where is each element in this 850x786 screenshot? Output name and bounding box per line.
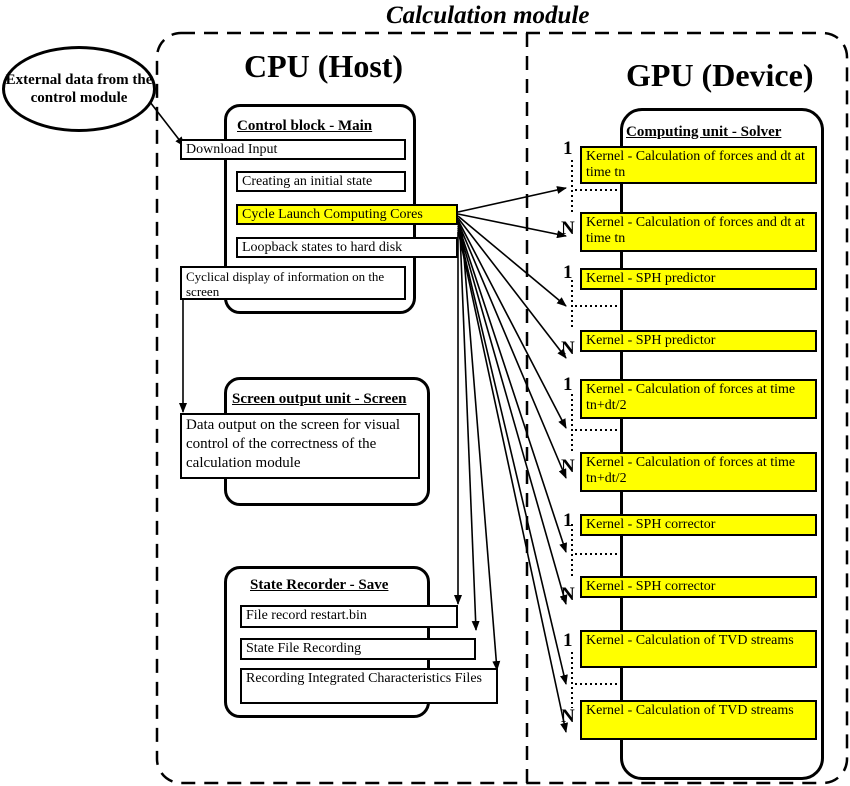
state-file-box: State File Recording: [240, 638, 476, 660]
kernel-box: Kernel - SPH corrector: [580, 576, 817, 598]
state-recorder-title: State Recorder - Save: [250, 577, 389, 593]
kernel-box: Kernel - Calculation of forces and dt at…: [580, 212, 817, 252]
download-input-box: Download Input: [180, 139, 406, 160]
kernel-box: Kernel - Calculation of forces at time t…: [580, 452, 817, 492]
cpu-heading: CPU (Host): [244, 48, 404, 84]
kernel-index: 1: [563, 262, 573, 283]
kernel-index: N: [561, 456, 575, 477]
kernel-index: 1: [563, 374, 573, 395]
kernel-box: Kernel - SPH predictor: [580, 268, 817, 290]
recorder-arrows: [454, 231, 501, 671]
initial-state-box: Creating an initial state: [236, 171, 406, 192]
kernel-index: 1: [563, 630, 573, 651]
arrow-external-to-download: [149, 101, 185, 147]
solver-block: [620, 108, 824, 780]
solver-title: Computing unit - Solver: [626, 124, 782, 140]
cyclical-display-box: Cyclical display of information on the s…: [180, 266, 406, 300]
cycle-launch-box: Cycle Launch Computing Cores: [236, 204, 458, 225]
kernel-index: 1: [563, 138, 573, 159]
kernel-box: Kernel - Calculation of TVD streams: [580, 700, 817, 740]
integrated-characteristics-box: Recording Integrated Characteristics Fil…: [240, 668, 498, 704]
kernel-box: Kernel - SPH predictor: [580, 330, 817, 352]
kernel-box: Kernel - Calculation of forces and dt at…: [580, 146, 817, 184]
kernel-index: N: [561, 706, 575, 727]
screen-output-title: Screen output unit - Screen: [232, 391, 407, 407]
kernel-index: 1: [563, 510, 573, 531]
kernel-box: Kernel - Calculation of TVD streams: [580, 630, 817, 668]
external-data-label: External data from the control module: [5, 72, 153, 106]
kernel-box: Kernel - Calculation of forces at time t…: [580, 379, 817, 419]
kernel-index: N: [561, 584, 575, 605]
screen-output-text: Data output on the screen for visual con…: [180, 413, 420, 479]
file-record-box: File record restart.bin: [240, 605, 458, 628]
gpu-heading: GPU (Device): [626, 57, 814, 93]
module-frame: [155, 31, 849, 785]
fanout-arrows: [457, 186, 569, 733]
kernel-index: N: [561, 338, 575, 359]
control-block-title: Control block - Main: [237, 118, 373, 134]
kernel-index: N: [561, 218, 575, 239]
kernel-box: Kernel - SPH corrector: [580, 514, 817, 536]
page-title: Calculation module: [386, 2, 590, 29]
loopback-box: Loopback states to hard disk: [236, 237, 458, 258]
external-data-node: External data from the control module: [2, 46, 156, 132]
